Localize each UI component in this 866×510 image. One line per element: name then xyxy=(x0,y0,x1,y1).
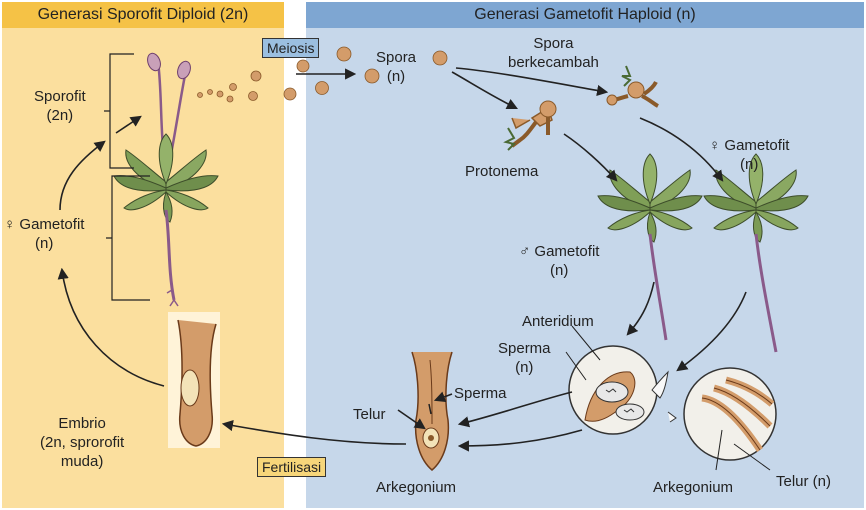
meiosis-tag: Meiosis xyxy=(262,38,320,58)
label-leaders xyxy=(565,325,771,471)
sporofit-label: Sporofit (2n) xyxy=(34,88,86,124)
sperma-label: Sperma xyxy=(454,385,507,402)
sporophyte-plant xyxy=(113,52,219,307)
cycle-arrows xyxy=(57,67,747,452)
spora-berkecambah-label: Spora berkecambah xyxy=(508,35,599,71)
germinating-spore-1 xyxy=(503,100,557,151)
sporofit-bracket xyxy=(104,53,134,169)
released-spores xyxy=(197,46,448,103)
diploid-panel xyxy=(2,28,284,508)
embrio-label: Embrio (2n, sprorofit muda) xyxy=(40,415,125,470)
female-gametophyte-plant xyxy=(703,153,809,353)
gametofit-male-label: ♂ Gametofit (n) xyxy=(519,243,600,279)
anteridium-closeup xyxy=(568,345,669,435)
germinating-spore-2 xyxy=(606,65,659,108)
protonema-label: Protonema xyxy=(465,163,539,180)
male-gametophyte-plant xyxy=(597,153,703,341)
arkegonium-right-label: Arkegonium xyxy=(653,479,734,496)
haploid-generation-header: Generasi Gametofit Haploid (n) xyxy=(306,2,864,28)
gametofit-female-left-label: ♀ Gametofit (n) xyxy=(4,216,85,252)
embrio-structure xyxy=(168,312,220,448)
arkegonium-structure xyxy=(411,351,453,471)
telur-label: Telur xyxy=(353,406,386,423)
diploid-generation-header: Generasi Sporofit Diploid (2n) xyxy=(2,2,284,28)
arkegonium-left-label: Arkegonium xyxy=(376,479,457,496)
anteridium-label: Anteridium xyxy=(522,313,594,330)
sperma-n-label: Sperma (n) xyxy=(498,340,551,376)
gametofit-bracket xyxy=(106,175,150,301)
fertilisasi-tag: Fertilisasi xyxy=(257,457,327,477)
arkegonium-closeup xyxy=(667,367,777,461)
spora-label: Spora (n) xyxy=(376,49,417,85)
gametofit-female-right-label: ♀ Gametofit (n) xyxy=(709,137,790,173)
telur-n-label: Telur (n) xyxy=(776,473,832,490)
